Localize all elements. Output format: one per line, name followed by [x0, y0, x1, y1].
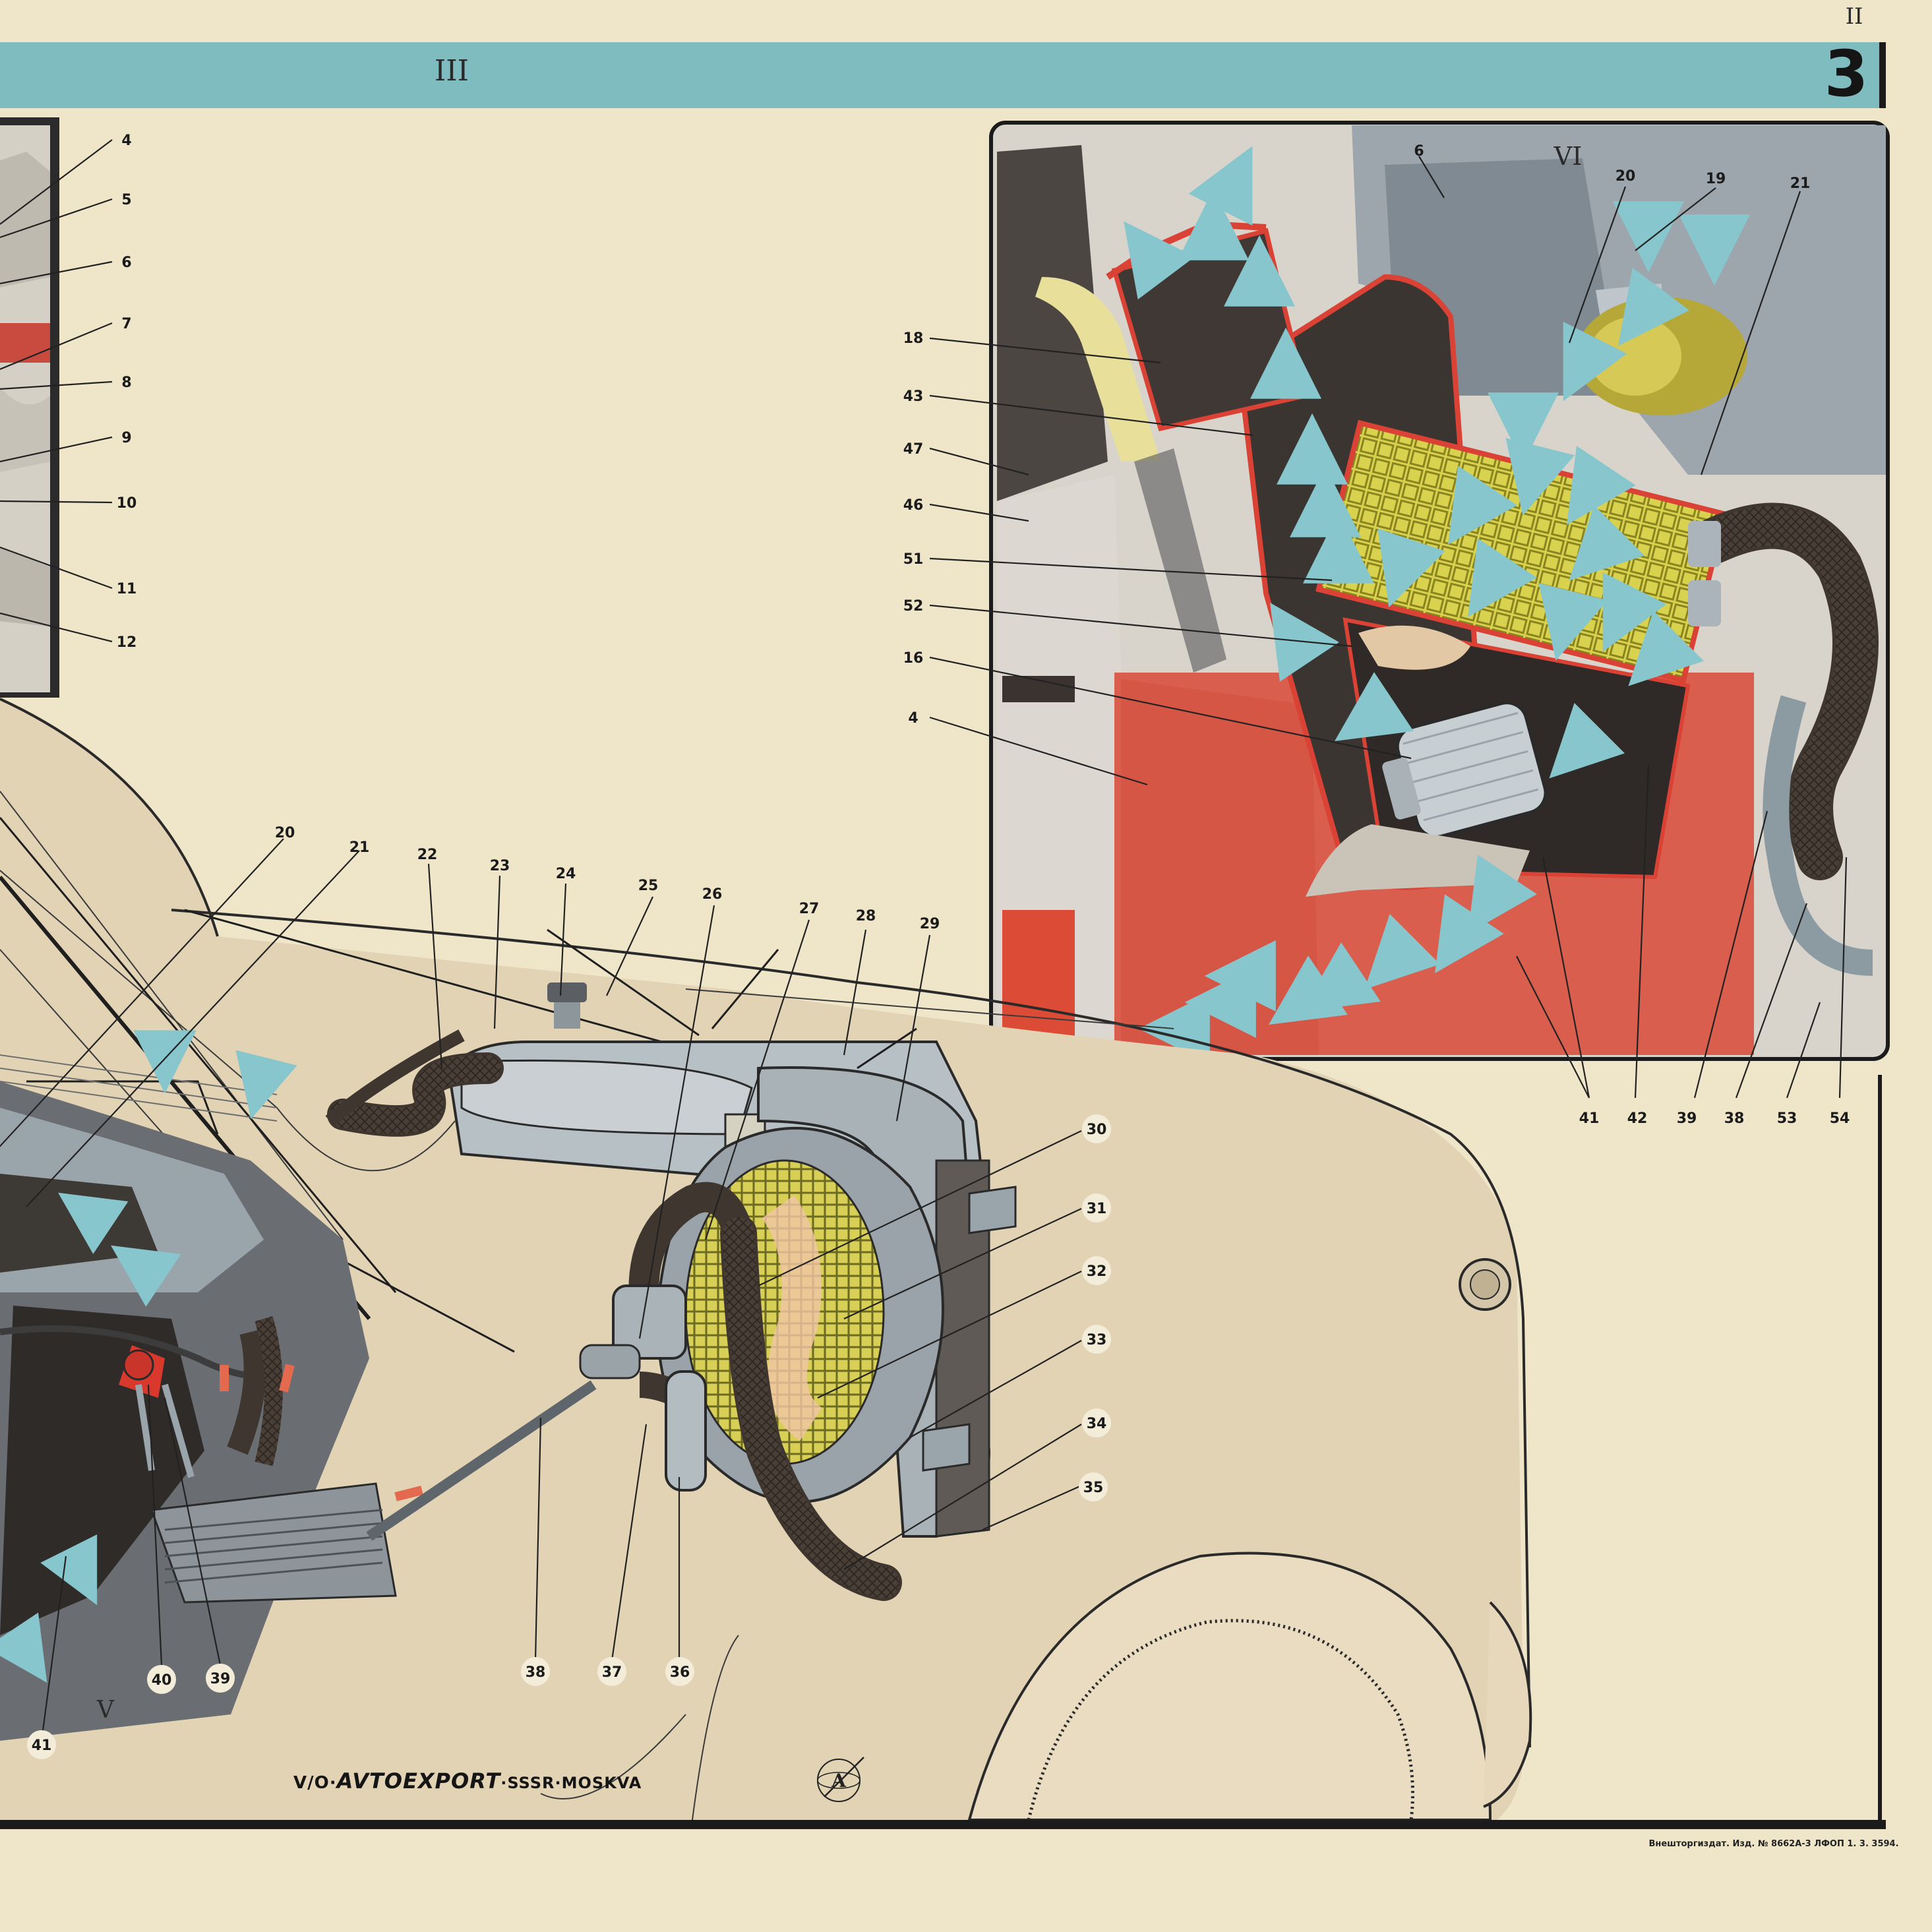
- label-12: 12: [117, 634, 137, 651]
- main-labels-right: 30 31 32 33 34 35: [1079, 1114, 1111, 1501]
- main-label-26: 26: [702, 886, 723, 903]
- inset-label-6: 6: [1414, 143, 1424, 160]
- main-label-34: 34: [1087, 1416, 1107, 1432]
- main-label-41: 41: [32, 1737, 52, 1754]
- main-label-31: 31: [1087, 1201, 1107, 1217]
- bottom-rule: [0, 1820, 1886, 1829]
- main-labels-bottom: 38 37 36 40 39 41: [27, 1657, 694, 1759]
- label-8: 8: [121, 375, 131, 391]
- inset-heater-box: VI 18 43 47 46 51 52 16 4 6 20 19 21 41 …: [903, 121, 1890, 1127]
- sheet-number: 3: [1825, 37, 1869, 111]
- brand-suffix: ·SSSR·MOSKVA: [500, 1774, 642, 1792]
- bottom-roman-numeral: V: [96, 1697, 115, 1724]
- inset-label-21: 21: [1790, 175, 1811, 192]
- main-label-29: 29: [920, 916, 940, 932]
- main-labels-top: 20 21 22 23 24 25 26 27 28 29: [275, 825, 940, 932]
- inset-label-43: 43: [903, 388, 924, 405]
- inset-leaders: [929, 156, 1848, 1099]
- logo-letter: A: [831, 1770, 847, 1792]
- main-label-40: 40: [152, 1672, 172, 1689]
- inset-label-52: 52: [903, 598, 924, 615]
- avtoexport-logo: A: [817, 1757, 864, 1802]
- label-4: 4: [121, 133, 131, 149]
- main-label-37: 37: [602, 1664, 622, 1681]
- print-info: Внешторгиздат. Изд. № 8662А-3 ЛФОП 1. 3.…: [1648, 1839, 1898, 1849]
- main-label-22: 22: [417, 847, 438, 863]
- inset-label-4: 4: [908, 710, 918, 727]
- main-label-21: 21: [349, 839, 370, 856]
- main-label-33: 33: [1087, 1332, 1107, 1348]
- main-label-27: 27: [799, 901, 820, 917]
- inset-label-46: 46: [903, 497, 924, 514]
- main-label-23: 23: [490, 858, 510, 874]
- main-label-25: 25: [638, 878, 659, 894]
- inset-label-19: 19: [1706, 171, 1726, 187]
- inset-label-41: 41: [1579, 1110, 1600, 1127]
- inset-label-54: 54: [1830, 1110, 1850, 1127]
- inset-labels: 18 43 47 46 51 52 16 4 6 20 19 21 41 42 …: [903, 143, 1850, 1127]
- inset-label-38: 38: [1724, 1110, 1745, 1127]
- banner-roman-numeral: III: [435, 54, 469, 88]
- main-label-38: 38: [526, 1664, 546, 1681]
- section-banner: [0, 42, 1879, 108]
- inset-label-16: 16: [903, 650, 924, 667]
- main-leaders: [0, 838, 1082, 1732]
- label-11: 11: [117, 581, 137, 597]
- radiator-assembly: [325, 928, 1017, 1601]
- main-label-36: 36: [670, 1664, 690, 1681]
- main-label-28: 28: [856, 908, 876, 924]
- inset-label-39: 39: [1677, 1110, 1697, 1127]
- inset-label-20: 20: [1615, 168, 1636, 185]
- label-9: 9: [121, 430, 131, 446]
- inset-label-53: 53: [1777, 1110, 1797, 1127]
- publisher-brand: V/O·AVTOEXPORT·SSSR·MOSKVA: [293, 1768, 642, 1794]
- label-6: 6: [121, 255, 131, 271]
- main-label-20: 20: [275, 825, 295, 841]
- label-10: 10: [117, 495, 137, 512]
- engine-bay: [0, 1030, 423, 1741]
- label-7: 7: [121, 316, 131, 332]
- top-left-labels: 4 5 6 7 8 9 10 11 12: [117, 133, 137, 651]
- right-frame-rule: [1878, 1075, 1882, 1826]
- top-left-leaders: [0, 139, 113, 643]
- main-label-30: 30: [1087, 1122, 1107, 1138]
- label-5: 5: [121, 192, 131, 208]
- inset-label-51: 51: [903, 551, 924, 568]
- main-label-32: 32: [1087, 1263, 1107, 1280]
- inset-label-18: 18: [903, 330, 924, 347]
- svg-text:V/O·AVTOEXPORT·SSSR·MOSKVA: V/O·AVTOEXPORT·SSSR·MOSKVA: [293, 1768, 642, 1794]
- inset-roman-numeral: VI: [1554, 142, 1582, 171]
- inset-airflow-arrows: [1124, 146, 1750, 1064]
- main-label-39: 39: [210, 1671, 231, 1687]
- brand-name: AVTOEXPORT: [335, 1768, 502, 1794]
- main-label-24: 24: [556, 866, 576, 882]
- inset-label-42: 42: [1627, 1110, 1648, 1127]
- top-left-inset: [0, 117, 59, 698]
- brand-prefix: V/O·: [293, 1773, 337, 1793]
- inset-label-47: 47: [903, 441, 924, 458]
- corner-roman-numeral: II: [1846, 3, 1863, 30]
- main-label-35: 35: [1083, 1480, 1104, 1496]
